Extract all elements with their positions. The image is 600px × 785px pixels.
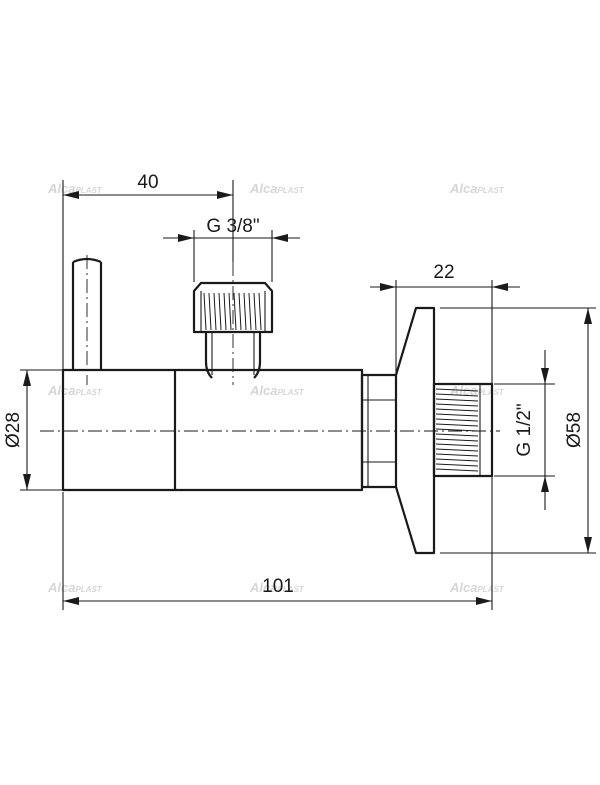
outlet-thread-line — [435, 458, 479, 462]
dim-arrow-d28-bottom — [23, 474, 31, 490]
dim-arrow-101-left — [63, 597, 79, 605]
dim-arrow-g12-top — [541, 368, 549, 384]
dim-arrow-22-left — [380, 283, 396, 291]
valve-body — [61, 257, 494, 555]
lever-handle — [71, 257, 103, 370]
outlet-thread-line — [435, 408, 479, 412]
watermark-mid-center: AlcaPLAST — [249, 383, 305, 398]
dim-arrow-22-right — [492, 283, 508, 291]
top-thread-line — [213, 292, 217, 331]
collar — [360, 373, 398, 489]
outlet-thread-lines — [435, 388, 479, 472]
escutcheon-flange — [394, 306, 436, 555]
dim-arrow-g38-left — [178, 234, 194, 242]
top-thread-line — [248, 292, 252, 331]
dim-label-outlet-thread: G 1/2" — [514, 403, 535, 456]
dim-label-body-diameter: Ø28 — [3, 412, 24, 448]
top-thread-line — [258, 292, 262, 331]
top-thread-line — [203, 292, 207, 331]
dim-arrow-d58-bottom — [584, 537, 592, 553]
centerlines — [40, 255, 500, 432]
top-thread-nut — [192, 281, 274, 334]
watermark-mid-left: AlcaPLAST — [47, 383, 103, 398]
outlet-thread-line — [435, 413, 479, 417]
dim-arrow-d28-top — [23, 370, 31, 386]
dim-arrow-d58-top — [584, 308, 592, 324]
dim-label-flange-width: 22 — [433, 262, 454, 283]
top-thread-line — [228, 292, 232, 331]
outlet-thread-line — [435, 438, 479, 442]
top-thread-line — [253, 292, 257, 331]
dim-label-flange-diameter: Ø58 — [564, 412, 585, 448]
watermarks: AlcaPLAST AlcaPLAST AlcaPLAST AlcaPLAST … — [47, 181, 505, 595]
outlet-thread-line — [435, 463, 479, 467]
outlet-thread-line — [435, 423, 479, 427]
outlet-thread-line — [435, 428, 479, 432]
top-thread-lines — [203, 292, 262, 331]
watermark-top-right: AlcaPLAST — [449, 181, 505, 196]
outlet-thread-line — [435, 443, 479, 447]
dim-label-top-thread: G 3/8" — [206, 216, 259, 237]
watermark-top-left: AlcaPLAST — [47, 181, 103, 196]
outlet-thread-line — [435, 468, 479, 472]
watermark-bottom-right: AlcaPLAST — [449, 580, 505, 595]
outlet-thread-line — [435, 403, 479, 407]
watermark-bottom-center: AlcaPLAST — [249, 580, 305, 595]
dim-arrow-g38-right — [272, 234, 288, 242]
top-thread-line — [243, 292, 247, 331]
outlet-thread-line — [435, 453, 479, 457]
outlet-thread-line — [435, 393, 479, 397]
outlet-thread-line — [435, 433, 479, 437]
extension-lines — [20, 180, 596, 610]
top-thread-line — [208, 292, 212, 331]
outlet-thread-line — [435, 388, 479, 392]
watermark-top-center: AlcaPLAST — [249, 181, 305, 196]
dim-arrow-101-right — [476, 597, 492, 605]
top-outlet-neck — [204, 333, 262, 379]
top-thread-line — [218, 292, 222, 331]
dim-arrow-40-left — [63, 191, 79, 199]
top-thread-line — [233, 292, 237, 331]
dim-arrow-40-right — [217, 191, 233, 199]
main-body-cylinder — [61, 368, 364, 492]
dim-arrow-g12-bottom — [541, 476, 549, 492]
outlet-thread-line — [435, 418, 479, 422]
watermark-bottom-left: AlcaPLAST — [47, 580, 103, 595]
top-thread-line — [238, 292, 242, 331]
outlet-thread-line — [435, 398, 479, 402]
dim-label-handle-offset: 40 — [137, 172, 158, 193]
outlet-thread-line — [435, 448, 479, 452]
dim-label-total-length: 101 — [262, 576, 294, 597]
top-thread-line — [223, 292, 227, 331]
dimension-lines: 40 G 3/8" 22 Ø28 G 1/2" Ø58 101 — [3, 172, 592, 605]
